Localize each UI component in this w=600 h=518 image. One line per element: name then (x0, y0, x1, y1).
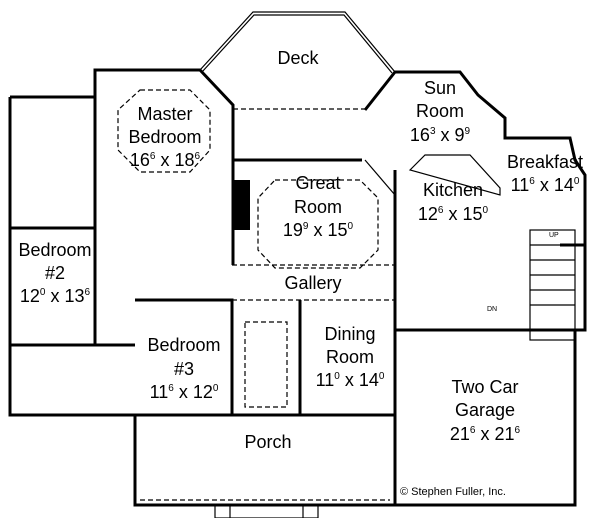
gallery-label: Gallery (284, 273, 341, 293)
exterior-walls (8, 68, 587, 507)
great-room-label: Great Room 199 x 150 (283, 173, 354, 240)
svg-text:116 x 140: 116 x 140 (511, 175, 580, 195)
stairs-down-label: DN (487, 306, 497, 313)
breakfast-label: Breakfast 116 x 140 (507, 152, 583, 195)
porch-label: Porch (244, 432, 291, 452)
svg-text:166 x 186: 166 x 186 (130, 150, 201, 170)
bedroom-2-label: Bedroom #2 120 x 136 (18, 240, 91, 306)
svg-text:#2: #2 (45, 263, 65, 283)
master-bedroom-label: Master Bedroom 166 x 186 (128, 104, 201, 170)
svg-text:Sun: Sun (424, 78, 456, 98)
dining-room-label: Dining Room 110 x 140 (316, 324, 385, 390)
kitchen-label: Kitchen 126 x 150 (418, 180, 489, 224)
svg-text:110 x 140: 110 x 140 (316, 370, 385, 390)
svg-text:126 x 150: 126 x 150 (418, 204, 489, 224)
svg-text:Garage: Garage (455, 400, 515, 420)
svg-text:#3: #3 (174, 359, 194, 379)
svg-text:Room: Room (326, 347, 374, 367)
svg-text:120 x 136: 120 x 136 (20, 286, 91, 306)
interior-details: UP DN (117, 89, 576, 518)
svg-text:Bedroom: Bedroom (147, 335, 220, 355)
copyright-notice: © Stephen Fuller, Inc. (400, 486, 506, 498)
stairs (529, 229, 576, 341)
garage-label: Two Car Garage 216 x 216 (450, 377, 521, 444)
stairs-up-label: UP (549, 232, 559, 239)
bedroom-3-label: Bedroom #3 116 x 120 (147, 335, 220, 402)
svg-text:199 x 150: 199 x 150 (283, 220, 354, 240)
svg-text:Kitchen: Kitchen (423, 180, 483, 200)
svg-text:Dining: Dining (324, 324, 375, 344)
sun-room-label: Sun Room 163 x 99 (410, 78, 471, 145)
svg-text:Room: Room (294, 197, 342, 217)
svg-text:163 x 99: 163 x 99 (410, 125, 471, 145)
svg-text:116 x 120: 116 x 120 (150, 382, 219, 402)
svg-text:Master: Master (137, 104, 192, 124)
svg-text:Bedroom: Bedroom (128, 127, 201, 147)
svg-text:216 x 216: 216 x 216 (450, 424, 521, 444)
fireplace (234, 180, 250, 230)
porch-steps (214, 504, 319, 518)
svg-text:Breakfast: Breakfast (507, 152, 583, 172)
svg-text:Bedroom: Bedroom (18, 240, 91, 260)
svg-text:Great: Great (295, 173, 340, 193)
deck-label: Deck (277, 48, 319, 68)
deck-outline (199, 11, 396, 110)
svg-text:Room: Room (416, 101, 464, 121)
svg-text:Two Car: Two Car (451, 377, 518, 397)
